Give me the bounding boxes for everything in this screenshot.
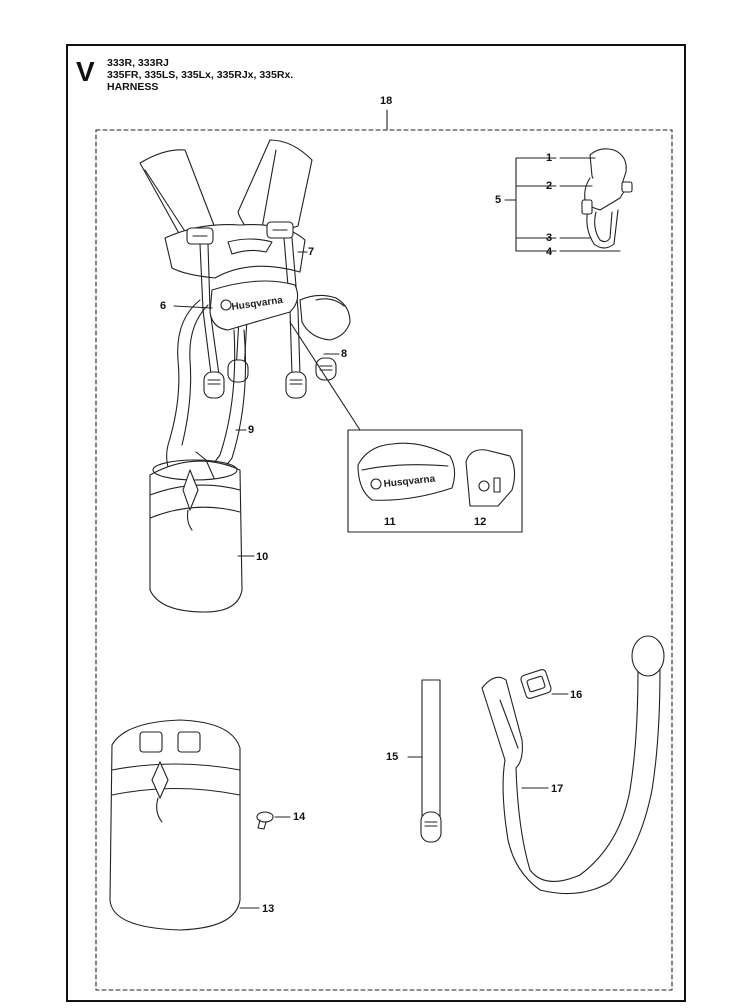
callout-2: 2 bbox=[546, 180, 553, 192]
callout-8: 8 bbox=[341, 348, 348, 360]
callout-17: 17 bbox=[551, 783, 564, 795]
callout-11: 11 bbox=[384, 516, 396, 528]
hook-detail-drawing bbox=[504, 148, 633, 252]
harness-assembly-drawing bbox=[139, 139, 351, 613]
callout-16: 16 bbox=[570, 689, 583, 701]
strap-17-drawing bbox=[481, 635, 665, 895]
callout-14: 14 bbox=[293, 811, 306, 823]
callout-15: 15 bbox=[386, 751, 399, 763]
callout-5: 5 bbox=[495, 194, 502, 206]
models-line-1: 333R, 333RJ bbox=[107, 57, 169, 69]
callout-13: 13 bbox=[262, 903, 275, 915]
strap-15-drawing bbox=[420, 679, 442, 843]
pad-11-drawing bbox=[357, 442, 456, 501]
callout-9: 9 bbox=[248, 424, 255, 436]
pad-12-drawing bbox=[465, 449, 516, 507]
leader-6 bbox=[173, 305, 213, 309]
callout-4: 4 bbox=[546, 246, 553, 258]
callout-7: 7 bbox=[308, 246, 315, 258]
callout-1: 1 bbox=[546, 152, 553, 164]
page-frame bbox=[66, 44, 686, 1002]
brand-logo-chest bbox=[220, 299, 232, 311]
brand-text-pad-11: Husqvarna bbox=[383, 474, 436, 490]
callout-12: 12 bbox=[474, 516, 487, 528]
detail-box-leader bbox=[289, 321, 361, 431]
callout-10: 10 bbox=[256, 551, 269, 563]
section-letter: V bbox=[76, 56, 95, 87]
buckle-16-drawing bbox=[520, 669, 552, 699]
callout-18: 18 bbox=[380, 95, 393, 107]
models-line-2: 335FR, 335LS, 335Lx, 335RJx, 335Rx. bbox=[107, 69, 294, 81]
screw-14-drawing bbox=[256, 811, 274, 830]
callout-6: 6 bbox=[160, 300, 167, 312]
diagram-title: HARNESS bbox=[107, 81, 159, 93]
holder-13-drawing bbox=[109, 719, 241, 931]
assembly-boundary bbox=[95, 129, 673, 991]
callout-3: 3 bbox=[546, 232, 553, 244]
